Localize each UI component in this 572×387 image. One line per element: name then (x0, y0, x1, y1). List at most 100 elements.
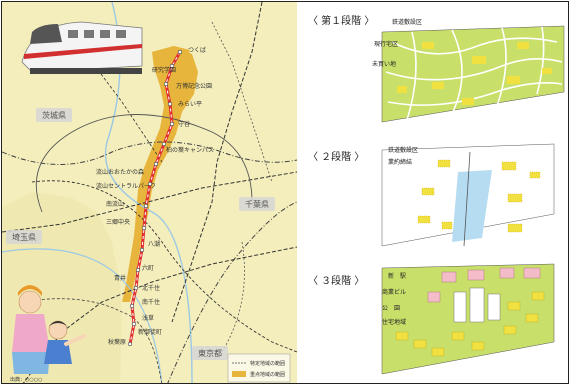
stage-1-lots (397, 42, 552, 105)
lot (441, 221, 453, 230)
train-window (100, 30, 110, 38)
station-dot (177, 49, 183, 55)
road (451, 29, 463, 115)
station-label: 秋葉原 (108, 338, 126, 346)
lot (432, 82, 444, 89)
station-dot (135, 267, 141, 273)
prefecture-border (2, 141, 298, 165)
train-window (84, 30, 94, 38)
girl-head (18, 290, 42, 314)
station-dot (163, 81, 169, 87)
prefecture-border (21, 298, 163, 383)
train-windshield (30, 24, 62, 44)
kids-illustration (12, 285, 86, 374)
station-dot (167, 101, 173, 107)
stage-2-station-area (452, 170, 492, 242)
pref-box (192, 346, 228, 360)
stage-2-rail (463, 151, 471, 247)
train-underframe (30, 68, 142, 74)
map-panel: 茨城県 千葉県 埼玉県 東京都 つくば 研究学園 万博記念公園 みらい平 守谷 … (2, 2, 298, 383)
residential-block (503, 325, 517, 335)
station-label: 北千住 (142, 284, 160, 292)
station-label: 万博記念公園 (176, 82, 212, 90)
boy-body (44, 340, 72, 364)
station-dot (133, 285, 139, 291)
lot (422, 42, 434, 49)
stage-2: 〈 ２段階 〉 鉄道敷設区 業約締結 (308, 143, 555, 247)
boy-arm (64, 334, 86, 346)
road (35, 114, 253, 213)
station-dot (131, 321, 137, 327)
legend-swatch-priority (232, 371, 246, 377)
map-credit: 出典：○○○○ (10, 376, 42, 383)
legend-specific: 特定地域の範囲 (250, 360, 285, 367)
other-rail-line (31, 180, 298, 353)
road (536, 26, 545, 95)
station-dot (141, 225, 147, 231)
lot (417, 215, 431, 224)
figure-canvas: 茨城県 千葉県 埼玉県 東京都 つくば 研究学園 万博記念公園 みらい平 守谷 … (2, 2, 565, 383)
station-dot (129, 303, 135, 309)
commercial-block (523, 267, 541, 279)
stage-1-roads (385, 26, 563, 121)
station-dot (143, 203, 149, 209)
pref-box (36, 108, 72, 122)
station-label: 流山セントラルパーク (96, 182, 156, 190)
lot (507, 76, 520, 84)
station-label: 青井 (114, 274, 126, 282)
residential-block (525, 313, 539, 323)
legend-priority: 重点地域の範囲 (250, 371, 285, 378)
river (2, 248, 163, 383)
stage-3-annotation: 商業ビル (382, 288, 406, 296)
girl-hair (18, 285, 42, 296)
residential-block (413, 339, 427, 349)
station-label: 三郷中央 (106, 218, 130, 226)
train-window (68, 30, 78, 38)
residential-block (431, 347, 445, 357)
stage-3-title: 〈 ３段階 〉 (308, 274, 364, 287)
pref-box (239, 197, 275, 211)
station-dot (169, 121, 175, 127)
stage-3-buildings (453, 287, 501, 323)
station-dot (169, 63, 175, 69)
station-label: 南流山 (106, 200, 124, 208)
residential-block (507, 301, 521, 311)
residential-block (531, 291, 545, 301)
station-label: 柏の葉キャンパス (166, 146, 214, 154)
station-label: 六町 (142, 264, 154, 272)
station-label: 研究学園 (152, 66, 176, 74)
stage-1-plane (381, 25, 565, 123)
development-zone (122, 46, 198, 302)
station-label: 守谷 (178, 120, 190, 128)
other-rail-line (211, 21, 273, 183)
stage-1-annotation: 未買い地 (372, 60, 396, 68)
stage-1-annotation: 鉄道敷設区 (392, 18, 422, 26)
lot (472, 56, 486, 64)
train-window (116, 30, 126, 38)
station-dot (161, 141, 167, 147)
lot (507, 193, 523, 203)
residential-block (451, 331, 465, 341)
stage-2-lots (417, 159, 541, 233)
train-stripe (24, 44, 142, 59)
stage-3-commercial (427, 267, 541, 303)
lot (517, 42, 529, 49)
lot (501, 161, 517, 171)
road (385, 58, 563, 81)
girl-skirt (12, 352, 50, 374)
other-rail-line (2, 171, 298, 233)
road (387, 82, 563, 106)
pref-box (6, 230, 42, 244)
commercial-block (441, 271, 457, 283)
lot (507, 223, 523, 233)
legend-box (227, 353, 291, 383)
station-dot (139, 247, 145, 253)
station-label: みらい平 (178, 101, 202, 108)
pref-label-saitama: 埼玉県 (12, 232, 36, 242)
stage-3-annotation: 新 駅 (388, 272, 406, 280)
stage-3: 〈 ３段階 〉 (308, 263, 555, 375)
station-label: つくば (188, 46, 206, 54)
other-rail-line (171, 2, 263, 323)
stage-1-annotation: 現行宅区 (374, 40, 398, 48)
boy-hair (49, 321, 67, 326)
